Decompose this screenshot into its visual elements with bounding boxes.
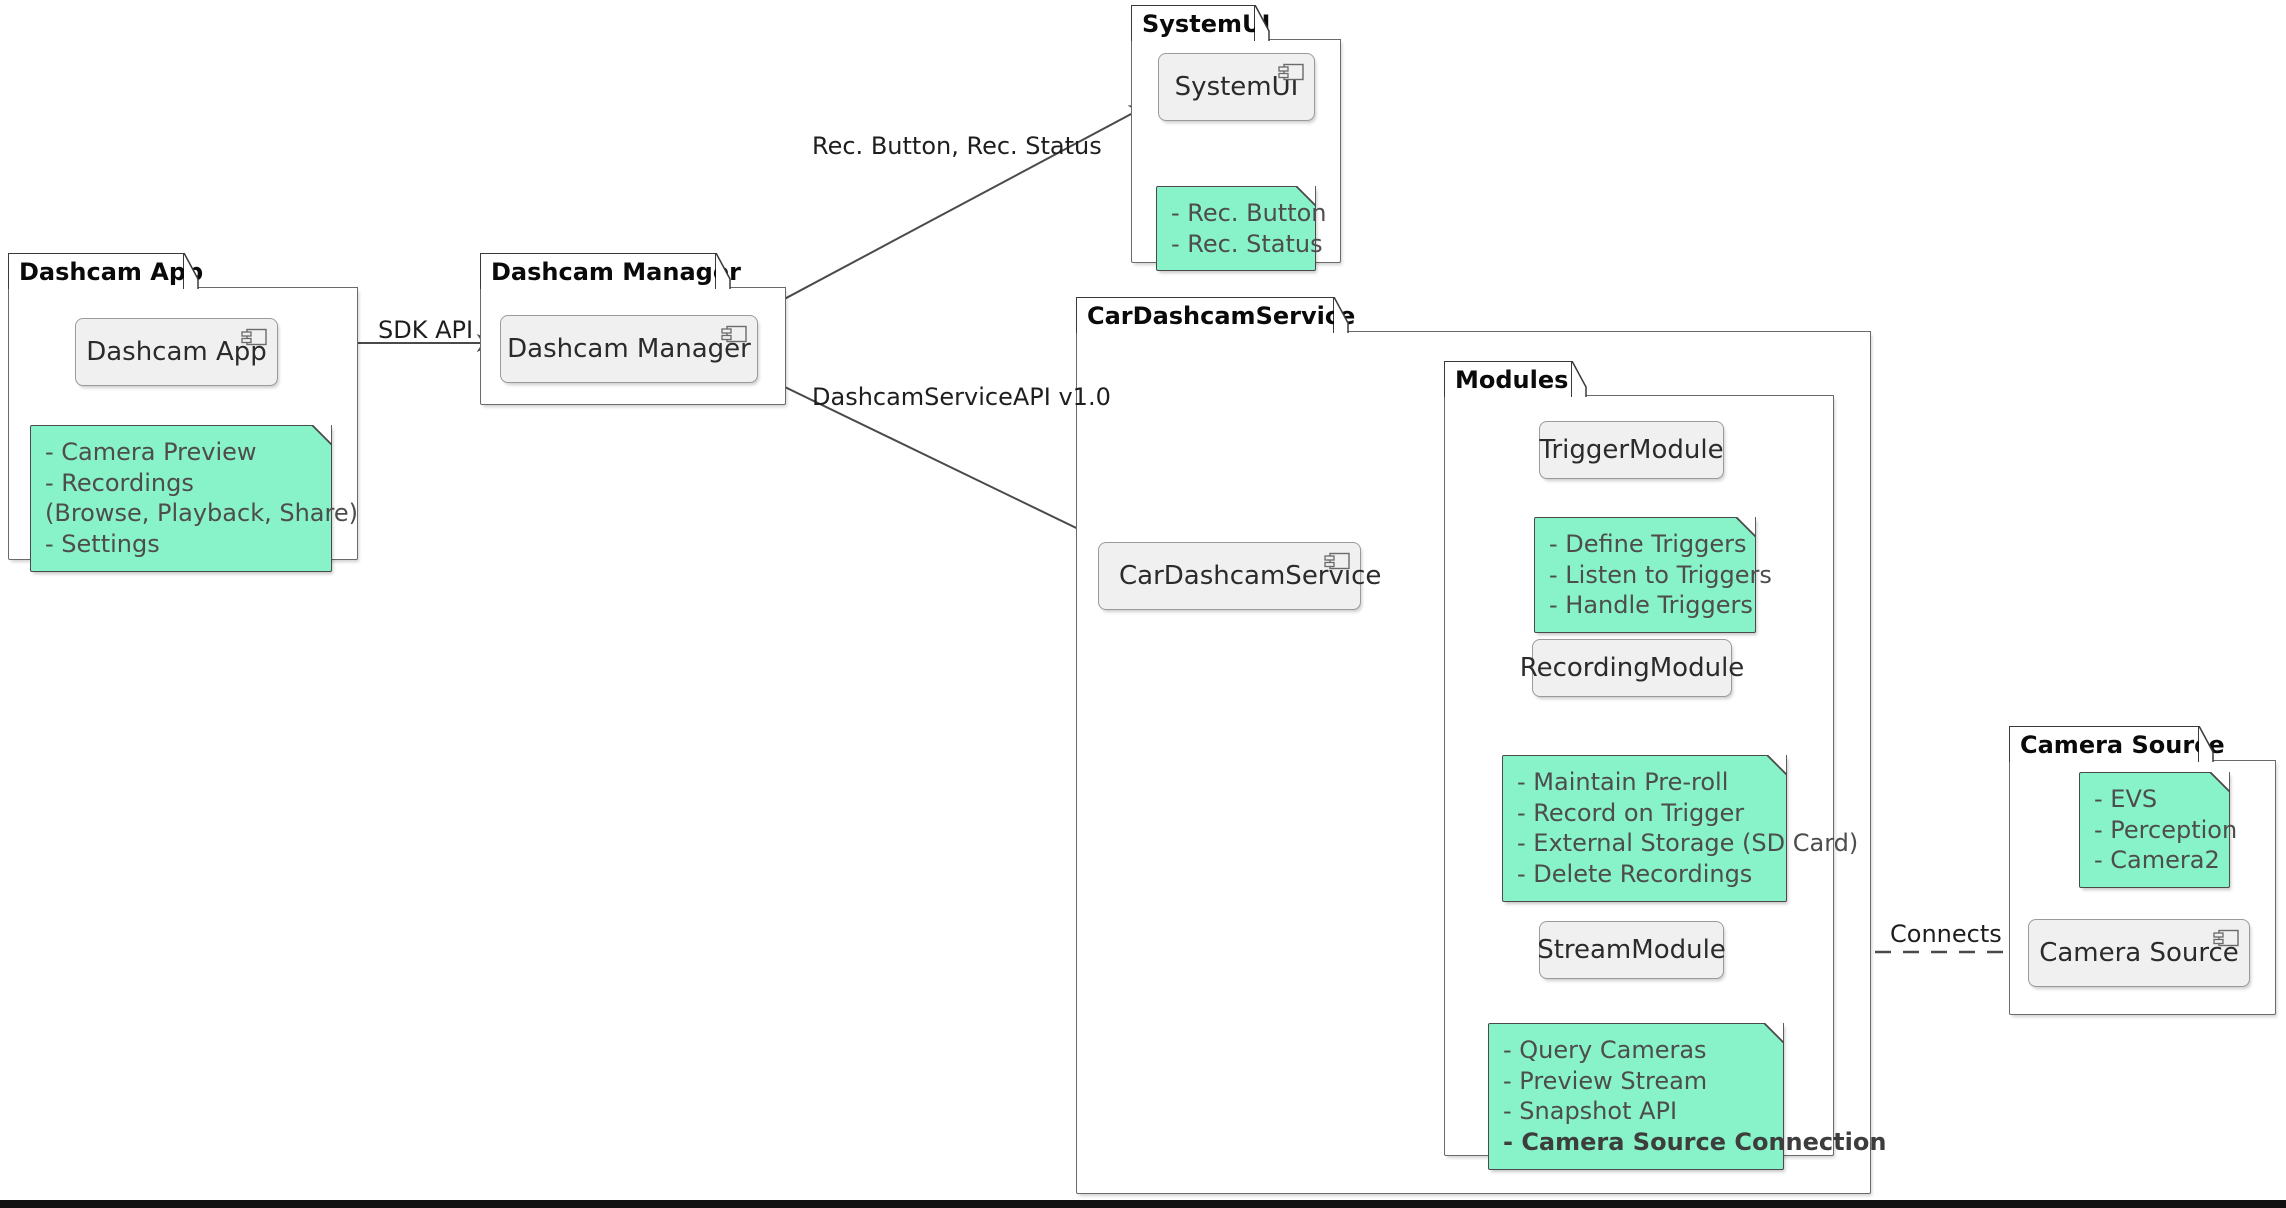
uml-component-icon xyxy=(1278,63,1304,81)
note-trigger-module: - Define Triggers - Listen to Triggers -… xyxy=(1534,516,1772,634)
package-tab-camera-source: Camera Source xyxy=(2009,726,2225,762)
component-trigger-module[interactable]: TriggerModule xyxy=(1539,421,1724,479)
note-fold-icon xyxy=(1295,185,1317,207)
note-stream-module: - Query Cameras - Preview Stream - Snaps… xyxy=(1488,1022,1887,1170)
note-line: - Snapshot API xyxy=(1503,1097,1678,1126)
component-label-camera-source: Camera Source xyxy=(2039,938,2239,968)
note-line: - Record on Trigger xyxy=(1517,798,1745,827)
note-recording-module: - Maintain Pre-roll - Record on Trigger … xyxy=(1502,754,1859,902)
edge-label-sdk-api: SDK API xyxy=(378,316,474,344)
component-label-stream-module: StreamModule xyxy=(1537,935,1726,965)
note-line: - Define Triggers xyxy=(1549,530,1747,558)
note-line: - Camera2 xyxy=(2094,846,2220,875)
component-label-system-ui: SystemUI xyxy=(1174,72,1299,102)
uml-component-icon xyxy=(2213,929,2239,947)
note-dashcam-app: - Camera Preview - Recordings (Browse, P… xyxy=(30,424,358,572)
note-line: - Listen to Triggers xyxy=(1549,560,1772,589)
note-line: - External Storage (SD Card) xyxy=(1517,829,1859,858)
package-tab-modules: Modules xyxy=(1444,361,1572,397)
component-recording-module[interactable]: RecordingModule xyxy=(1520,639,1744,697)
note-fold-icon xyxy=(1735,516,1757,538)
package-modules: Modules TriggerModule - Define Triggers … xyxy=(1444,361,1886,1170)
note-line: - Preview Stream xyxy=(1503,1066,1708,1095)
bottom-band xyxy=(0,1200,2286,1208)
component-label-recording-module: RecordingModule xyxy=(1519,653,1745,683)
note-fold-icon xyxy=(1766,754,1788,776)
package-tab-corner-car-dashcam-service xyxy=(1334,297,1350,333)
component-system-ui[interactable]: SystemUI xyxy=(1158,53,1315,121)
note-line: - EVS xyxy=(2094,785,2158,813)
note-system-ui: - Rec. Button - Rec. Status xyxy=(1156,185,1327,272)
package-label-modules: Modules xyxy=(1455,365,1569,394)
note-line: - Settings xyxy=(45,530,160,559)
note-line: - Maintain Pre-roll xyxy=(1517,768,1729,796)
uml-component-icon xyxy=(721,325,747,343)
note-line: - Handle Triggers xyxy=(1549,591,1753,620)
uml-component-icon xyxy=(241,328,267,346)
note-line: - Rec. Status xyxy=(1171,229,1323,258)
package-tab-corner-dashcam-manager xyxy=(716,253,732,289)
edge-label-connects: Connects xyxy=(1890,920,2002,948)
component-label-dashcam-manager: Dashcam Manager xyxy=(507,334,751,364)
component-dashcam-app[interactable]: Dashcam App xyxy=(75,318,278,386)
package-label-camera-source: Camera Source xyxy=(2020,730,2225,759)
package-tab-corner-camera-source xyxy=(2199,726,2215,762)
component-label-trigger-module: TriggerModule xyxy=(1539,435,1724,465)
note-line: - Perception xyxy=(2094,815,2238,844)
note-line: - Rec. Button xyxy=(1171,199,1327,227)
component-dashcam-manager[interactable]: Dashcam Manager xyxy=(500,315,758,383)
package-tab-system-ui: SystemUI xyxy=(1131,5,1270,41)
note-line: - Camera Preview xyxy=(45,438,257,466)
package-camera-source: Camera Source - EVS - Perception - Camer… xyxy=(2009,726,2276,1015)
note-fold-icon xyxy=(311,424,333,446)
component-camera-source[interactable]: Camera Source xyxy=(2028,919,2250,987)
package-label-system-ui: SystemUI xyxy=(1142,9,1271,38)
note-line: - Query Cameras xyxy=(1503,1036,1707,1064)
edge-label-dashcam-service-api: DashcamServiceAPI v1.0 xyxy=(812,383,1111,411)
package-tab-dashcam-manager: Dashcam Manager xyxy=(480,253,741,289)
package-tab-corner-system-ui xyxy=(1255,5,1271,41)
component-car-dashcam-service[interactable]: CarDashcamService xyxy=(1098,542,1381,610)
note-line: - Delete Recordings xyxy=(1517,860,1753,889)
package-tab-car-dashcam-service: CarDashcamService xyxy=(1076,297,1355,333)
note-line: (Browse, Playback, Share) xyxy=(45,499,358,528)
package-tab-corner-modules xyxy=(1572,361,1588,397)
package-system-ui: SystemUI SystemUI - Rec. Button - Rec. S… xyxy=(1131,5,1341,272)
package-tab-corner-dashcam-app xyxy=(184,253,200,289)
package-dashcam-app: Dashcam App Dashcam App - Camera Preview… xyxy=(8,253,358,572)
package-dashcam-manager: Dashcam Manager Dashcam Manager xyxy=(480,253,786,405)
component-stream-module[interactable]: StreamModule xyxy=(1537,921,1726,979)
package-label-dashcam-app: Dashcam App xyxy=(19,257,204,286)
note-camera-source: - EVS - Perception - Camera2 xyxy=(2079,771,2238,889)
note-line: - Camera Source Connection xyxy=(1503,1128,1887,1157)
note-line: - Recordings xyxy=(45,468,194,497)
package-tab-dashcam-app: Dashcam App xyxy=(8,253,203,289)
note-fold-icon xyxy=(1763,1022,1785,1044)
note-fold-icon xyxy=(2209,771,2231,793)
uml-component-icon xyxy=(1324,552,1350,570)
edge-label-rec-button-status: Rec. Button, Rec. Status xyxy=(812,132,1102,160)
package-label-dashcam-manager: Dashcam Manager xyxy=(491,257,741,286)
package-car-dashcam-service: CarDashcamService CarDashcamService Modu… xyxy=(1076,297,1886,1194)
component-label-dashcam-app: Dashcam App xyxy=(86,337,267,367)
package-label-car-dashcam-service: CarDashcamService xyxy=(1087,301,1356,330)
